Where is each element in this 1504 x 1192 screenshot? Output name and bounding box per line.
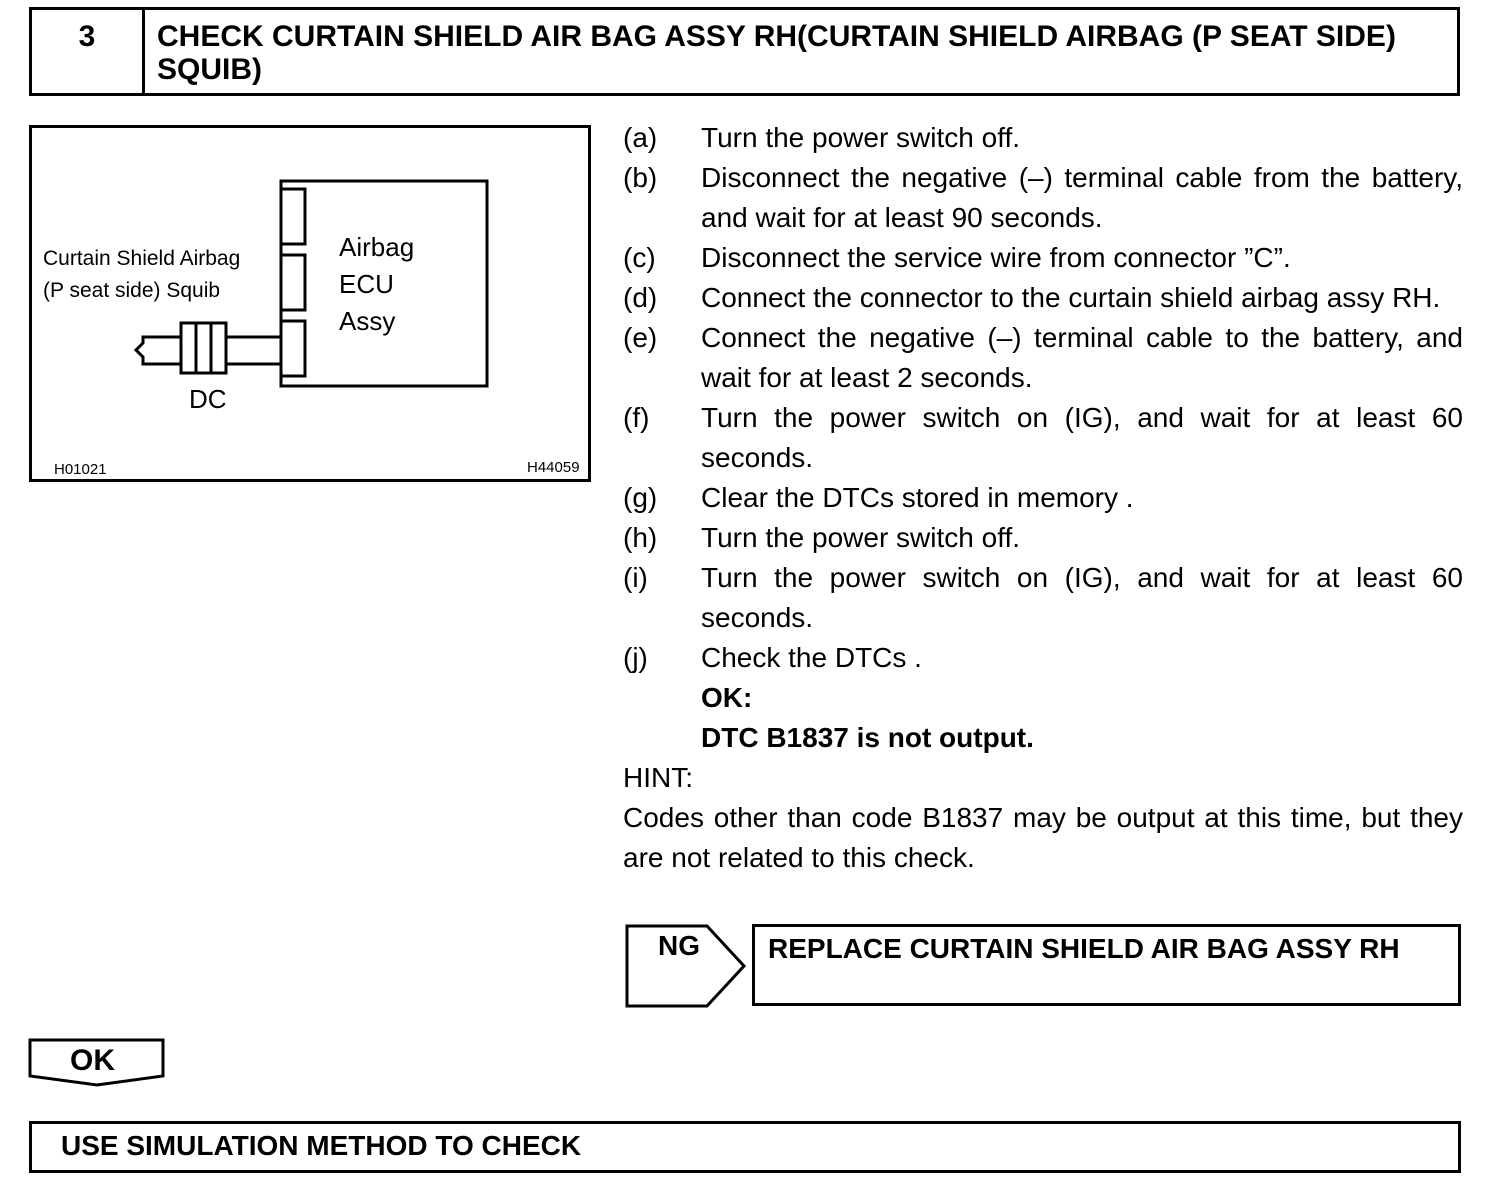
step-text: Turn the power switch off. (701, 122, 1021, 153)
dc-label: DC (189, 384, 227, 414)
step-title: CHECK CURTAIN SHIELD AIR BAG ASSY RH(CUR… (157, 20, 1396, 86)
step-label: (b) (623, 162, 658, 193)
ok-arrow-box (28, 1038, 165, 1087)
step-text: Check the DTCs . (701, 642, 922, 673)
step-item: (f) Turn the power switch on (IG), and w… (623, 398, 1463, 478)
step-text: Clear the DTCs stored in memory . (701, 482, 1134, 513)
step-label: (h) (623, 522, 658, 553)
step-number: 3 (32, 10, 145, 93)
step-item: (i) Turn the power switch on (IG), and w… (623, 558, 1463, 638)
step-label: (i) (623, 562, 648, 593)
wiring-diagram: Curtain Shield Airbag (P seat side) Squi… (29, 125, 591, 482)
step-label: (g) (623, 482, 658, 513)
hint-heading: HINT: (623, 762, 693, 793)
step-item: (e) Connect the negative (–) terminal ca… (623, 318, 1463, 398)
ecu-pin-2 (279, 253, 307, 312)
ecu-label-line1: Airbag (339, 232, 415, 262)
ng-action-text: REPLACE CURTAIN SHIELD AIR BAG ASSY RH (768, 933, 1400, 964)
step-item: (d) Connect the connector to the curtain… (623, 278, 1463, 318)
hint-text: Codes other than code B1837 may be outpu… (623, 802, 1463, 873)
squib-label-line1: Curtain Shield Airbag (43, 247, 241, 270)
step-label: (j) (623, 642, 648, 673)
step-text: Disconnect the service wire from connect… (701, 242, 1291, 273)
step-text: Connect the connector to the curtain shi… (701, 282, 1441, 313)
step-text: Turn the power switch off. (701, 522, 1021, 553)
squib-lead (133, 335, 181, 366)
ng-arrow-box (625, 924, 747, 1008)
final-action-text: USE SIMULATION METHOD TO CHECK (61, 1130, 582, 1161)
step-label: (c) (623, 242, 656, 273)
figure-ref-left: H01021 (54, 461, 107, 478)
ecu-pin-1 (279, 187, 307, 246)
step-item: (j) Check the DTCs . (623, 638, 1463, 678)
step-header: 3 CHECK CURTAIN SHIELD AIR BAG ASSY RH(C… (29, 7, 1460, 96)
ecu-label-line2: ECU (339, 269, 394, 299)
final-action-box: USE SIMULATION METHOD TO CHECK (29, 1121, 1461, 1173)
ecu-pin-3 (279, 319, 307, 378)
ng-action-box: REPLACE CURTAIN SHIELD AIR BAG ASSY RH (752, 924, 1461, 1006)
squib-label-line2: (P seat side) Squib (43, 279, 221, 302)
diagram-drawing (133, 179, 489, 388)
step-text: Turn the power switch on (IG), and wait … (701, 402, 1463, 473)
step-label: (d) (623, 282, 658, 313)
figure-ref-right: H44059 (527, 459, 580, 476)
step-item: (c) Disconnect the service wire from con… (623, 238, 1463, 278)
step-text: Connect the negative (–) terminal cable … (701, 322, 1463, 393)
procedure-steps: (a) Turn the power switch off. (b) Disco… (623, 118, 1463, 878)
step-label: (a) (623, 122, 658, 153)
step-item: (g) Clear the DTCs stored in memory . (623, 478, 1463, 518)
step-text: Turn the power switch on (IG), and wait … (701, 562, 1463, 633)
dc-connector (179, 321, 228, 375)
step-item: (a) Turn the power switch off. (623, 118, 1463, 158)
ok-heading: OK: (701, 682, 753, 713)
step-label: (f) (623, 402, 650, 433)
ok-criteria: DTC B1837 is not output. (701, 722, 1034, 753)
step-item: (h) Turn the power switch off. (623, 518, 1463, 558)
step-text: Disconnect the negative (–) terminal cab… (701, 162, 1463, 233)
ok-label: OK (70, 1044, 115, 1077)
step-item: (b) Disconnect the negative (–) terminal… (623, 158, 1463, 238)
step-label: (e) (623, 322, 658, 353)
ng-label: NG (658, 930, 700, 961)
ecu-label-line3: Assy (339, 306, 396, 336)
